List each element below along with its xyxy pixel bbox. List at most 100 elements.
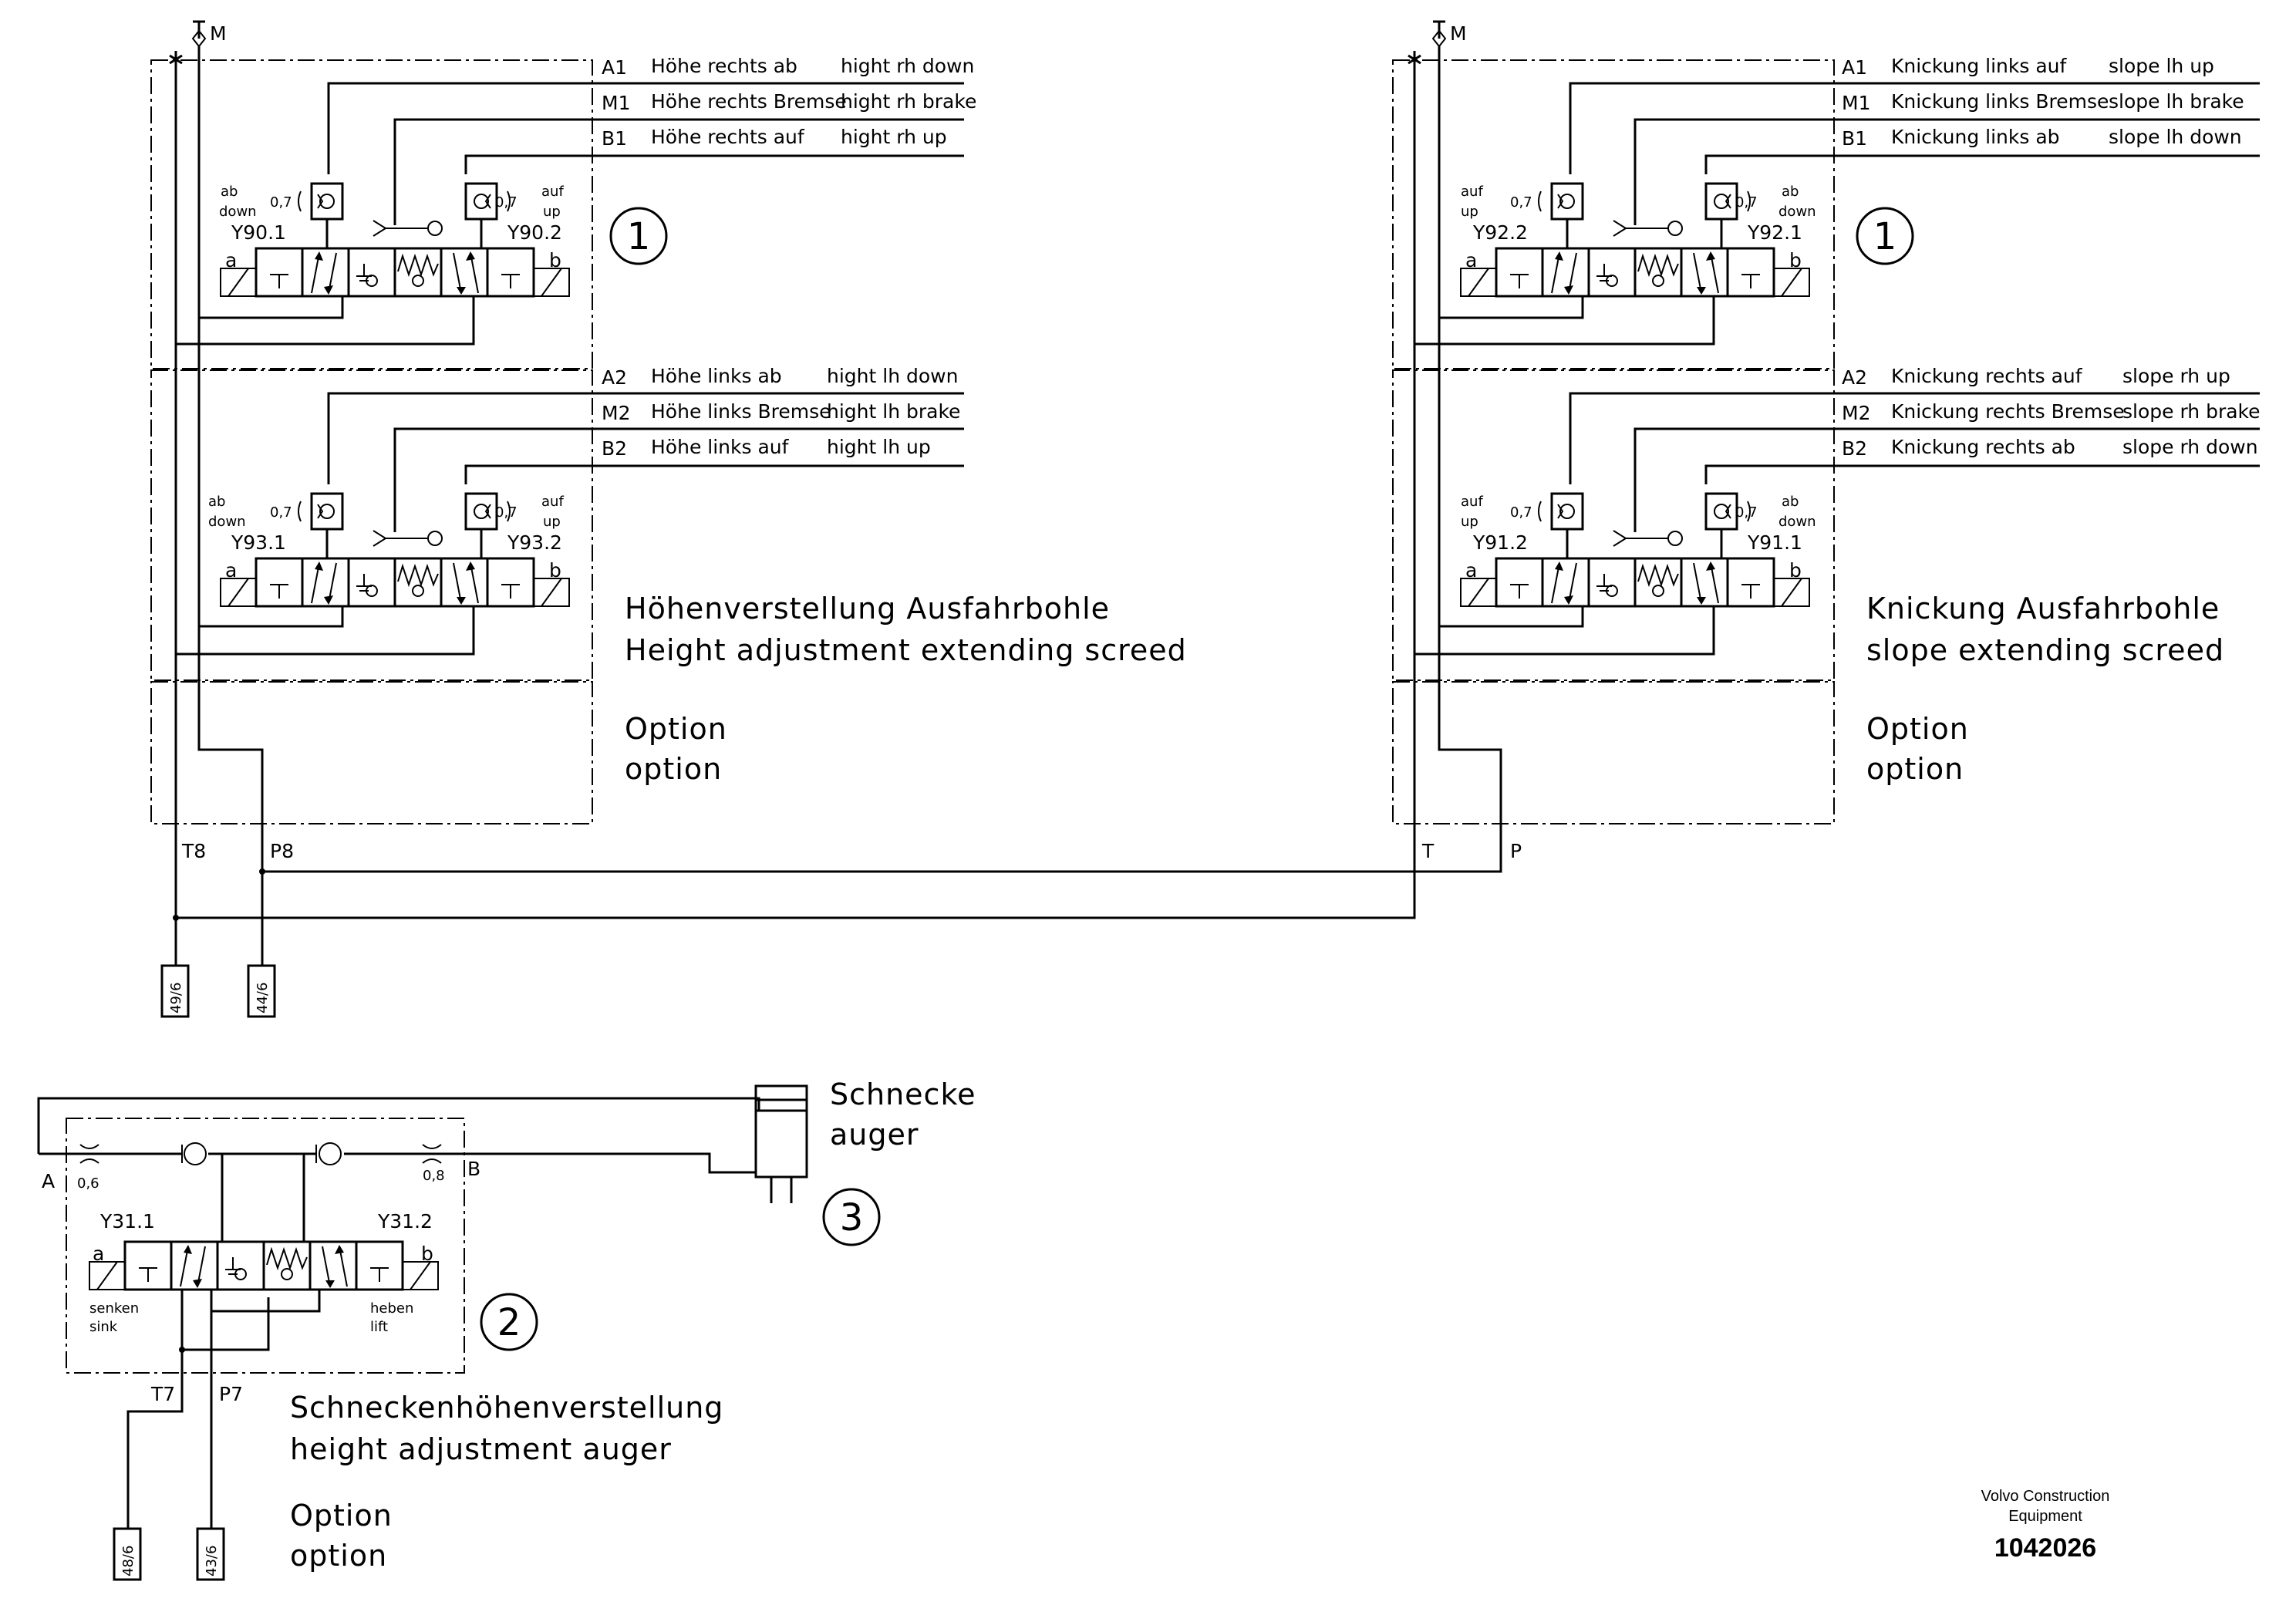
port-b: B xyxy=(467,1158,480,1180)
port-function-de: Höhe rechts ab xyxy=(651,55,797,77)
pressure-line xyxy=(262,824,1502,873)
port-function-de: Höhe rechts Bremse xyxy=(651,90,847,113)
port-function-en: hight rh down xyxy=(841,55,974,77)
marker-1: 1 xyxy=(627,215,651,258)
port-function-de: Knickung links ab xyxy=(1891,126,2060,148)
marker-3: 3 xyxy=(840,1196,864,1239)
throttle-value: 0,7 xyxy=(270,504,292,521)
port-code: A1 xyxy=(1842,56,1867,79)
brand-line-2: Equipment xyxy=(2008,1508,2082,1525)
port-code: M1 xyxy=(1842,92,1870,114)
valve-dir-de: auf xyxy=(541,184,564,200)
port-function-de: Höhe links Bremse xyxy=(651,400,831,423)
block-auger: Y31.1 Y31.2 a b senken sink heben lift 0… xyxy=(37,1077,976,1573)
block-slope: M auf up 0,7 Y92.2 0,7 ab down Y92.1 a b… xyxy=(1392,20,2261,862)
document-number: 1042026 xyxy=(1994,1533,2096,1563)
solenoid-a: a xyxy=(93,1243,104,1265)
valve-id: Y91.2 xyxy=(1472,531,1528,554)
valve-id: Y93.1 xyxy=(231,531,286,554)
valve-dir-de: auf xyxy=(1461,184,1483,200)
valve-dir-de: senken xyxy=(89,1300,139,1317)
option-de: Option xyxy=(1866,712,1969,746)
port-function-en: hight lh up xyxy=(827,436,931,458)
valve-dir-en: down xyxy=(219,204,257,220)
port-function-en: hight rh up xyxy=(841,126,947,148)
valve-dir-en: up xyxy=(1461,204,1478,220)
port-function-en: slope lh down xyxy=(2109,126,2242,148)
port-function-de: Knickung links auf xyxy=(1891,55,2067,77)
connector-left-p: 44/6 xyxy=(247,964,276,1018)
port-t8: T8 xyxy=(181,840,206,862)
marker-2: 2 xyxy=(497,1301,521,1344)
port-p8: P8 xyxy=(270,840,294,862)
block-title-en: height adjustment auger xyxy=(290,1432,672,1466)
option-de: Option xyxy=(290,1499,393,1533)
svg-text:44/6: 44/6 xyxy=(255,983,271,1013)
port-function-de: Knickung links Bremse xyxy=(1891,90,2109,113)
throttle-value: 0,6 xyxy=(77,1175,99,1192)
svg-text:48/6: 48/6 xyxy=(120,1546,137,1576)
port-a: A xyxy=(42,1170,55,1192)
solenoid-a: a xyxy=(1465,559,1477,582)
valve-id: Y90.1 xyxy=(231,221,286,244)
port-code: M2 xyxy=(602,402,630,424)
solenoid-b: b xyxy=(549,559,561,582)
port-code: M1 xyxy=(602,92,630,114)
marker-1: 1 xyxy=(1873,215,1897,258)
valve-dir-en: up xyxy=(543,514,561,530)
solenoid-b: b xyxy=(1789,559,1802,582)
brand-line-1: Volvo Construction xyxy=(1981,1488,2110,1505)
port-p7: P7 xyxy=(219,1383,243,1405)
port-code: A2 xyxy=(1842,366,1867,389)
port-function-en: slope lh brake xyxy=(2109,90,2244,113)
port-code: B2 xyxy=(602,437,627,460)
port-m-left: M xyxy=(210,22,227,45)
svg-text:49/6: 49/6 xyxy=(168,983,184,1013)
connector-bottom-p: 43/6 xyxy=(196,1527,225,1581)
port-function-en: slope rh down xyxy=(2122,436,2258,458)
solenoid-b: b xyxy=(1789,249,1802,271)
valve-id: Y31.2 xyxy=(377,1210,433,1233)
valve-dir-en: down xyxy=(208,514,246,530)
connector-bottom-t: 48/6 xyxy=(113,1527,142,1581)
valve-dir-en: sink xyxy=(89,1319,118,1335)
port-t: T xyxy=(1421,840,1435,862)
cylinder-label-de: Schnecke xyxy=(830,1077,976,1111)
valve-id: Y31.1 xyxy=(99,1210,155,1233)
port-table-right: A1 Knickung links auf slope lh up M1 Kni… xyxy=(1842,55,2261,460)
valve-dir-en: down xyxy=(1778,514,1816,530)
solenoid-b: b xyxy=(421,1243,433,1265)
tank-line xyxy=(176,824,1416,919)
option-de: Option xyxy=(625,712,727,746)
solenoid-a: a xyxy=(225,249,237,271)
port-m-right: M xyxy=(1450,22,1467,45)
valve-id: Y92.2 xyxy=(1472,221,1528,244)
port-function-en: slope rh up xyxy=(2122,365,2230,387)
block-title-en: Height adjustment extending screed xyxy=(625,633,1187,667)
port-function-de: Knickung rechts auf xyxy=(1891,365,2083,387)
valve-dir-en: lift xyxy=(370,1319,388,1335)
throttle-value: 0,7 xyxy=(495,194,518,211)
solenoid-a: a xyxy=(225,559,237,582)
option-en: option xyxy=(1866,752,1964,786)
valve-id: Y91.1 xyxy=(1747,531,1802,554)
port-function-de: Knickung rechts Bremse xyxy=(1891,400,2125,423)
port-function-en: slope lh up xyxy=(2109,55,2214,77)
port-p: P xyxy=(1510,840,1522,862)
block-height-adjustment: M ab down 0,7 Y90.1 0,7 auf up Y90.2 a b xyxy=(150,20,1187,918)
valve-id: Y90.2 xyxy=(507,221,562,244)
port-function-en: slope rh brake xyxy=(2122,400,2261,423)
valve-dir-de: ab xyxy=(1782,494,1799,510)
port-code: A2 xyxy=(602,366,627,389)
valve-dir-en: up xyxy=(1461,514,1478,530)
port-function-de: Höhe links ab xyxy=(651,365,782,387)
port-function-de: Knickung rechts ab xyxy=(1891,436,2075,458)
option-en: option xyxy=(625,752,722,786)
block-title-de: Höhenverstellung Ausfahrbohle xyxy=(625,592,1110,626)
valve-id: Y92.1 xyxy=(1747,221,1802,244)
valve-dir-de: auf xyxy=(541,494,564,510)
port-code: B1 xyxy=(602,127,627,150)
valve-dir-en: down xyxy=(1778,204,1816,220)
block-title-de: Schneckenhöhenverstellung xyxy=(290,1391,723,1425)
